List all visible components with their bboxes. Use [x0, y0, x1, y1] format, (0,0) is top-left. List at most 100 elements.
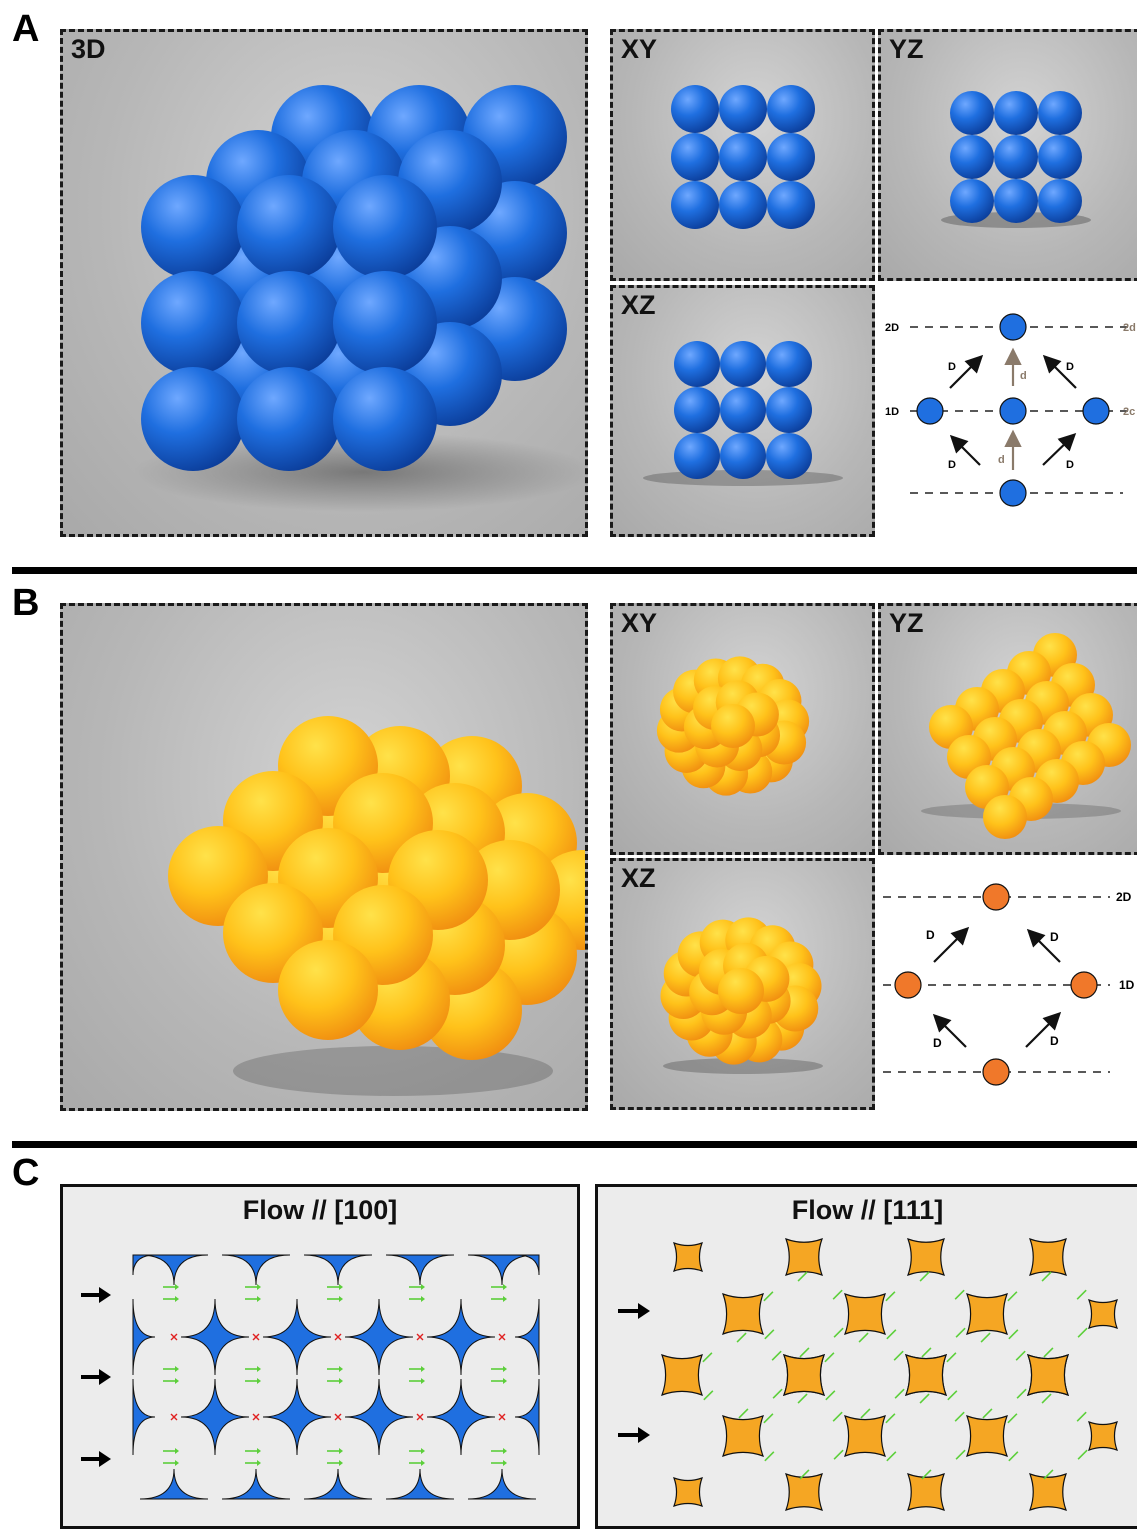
arrow-label-D: D — [1050, 930, 1059, 944]
flow-arrow-head — [257, 1460, 261, 1466]
flow-arrow-head — [339, 1366, 343, 1372]
flow-arrow-head — [257, 1448, 261, 1454]
flow-arrow — [946, 1352, 957, 1363]
flow-arrow — [832, 1411, 843, 1422]
blue-sphere — [1038, 179, 1082, 223]
cusp-square — [907, 1473, 945, 1511]
cusp-square — [905, 1354, 947, 1396]
flow-arrow-head — [503, 1460, 507, 1466]
flow-arrow — [763, 1413, 774, 1424]
flow-arrow — [833, 1449, 844, 1460]
blue-node-center — [999, 397, 1027, 425]
flow-arrow — [885, 1413, 896, 1424]
panel-letter-a: A — [12, 8, 40, 50]
blue-sphere — [994, 179, 1038, 223]
flow-arrow-head — [175, 1378, 179, 1384]
cusp-square — [1029, 1473, 1067, 1511]
orange-node-top — [982, 883, 1010, 911]
flow-arrow — [1077, 1449, 1088, 1460]
cusp-star — [262, 1378, 332, 1456]
flow-100-box: Flow // [100] — [60, 1184, 580, 1529]
blue-sphere — [333, 271, 437, 375]
flow-arrow — [893, 1350, 904, 1361]
blue-node-top — [999, 313, 1027, 341]
flow-arrow — [1076, 1289, 1087, 1300]
flow-arrow — [736, 1332, 747, 1343]
flow-arrow — [799, 1347, 810, 1358]
cusp-top — [221, 1254, 291, 1286]
view-label-xy: XY — [621, 608, 658, 638]
flow-arrow-head — [503, 1296, 507, 1302]
blue-sphere — [1038, 91, 1082, 135]
flow-arrow — [954, 1411, 965, 1422]
flow-arrow-head — [421, 1366, 425, 1372]
flow-arrow — [921, 1469, 932, 1480]
flow-arrow-head — [503, 1378, 507, 1384]
cusp-corner — [516, 1254, 540, 1276]
cusp-square — [966, 1293, 1008, 1335]
flow-arrow — [1008, 1451, 1019, 1462]
cusp-bottom — [303, 1468, 373, 1500]
flow-arrow — [858, 1332, 869, 1343]
flow-arrow-head — [339, 1378, 343, 1384]
flow-arrow-head — [421, 1448, 425, 1454]
stagnation-mark — [170, 1413, 178, 1421]
cusp-star — [344, 1378, 414, 1456]
flow-arrow — [1007, 1291, 1018, 1302]
view-label-xz: XZ — [621, 863, 656, 893]
cusp-square — [722, 1293, 764, 1335]
arrow-label-D: D — [933, 1036, 942, 1050]
flow-arrow-head — [257, 1284, 261, 1290]
blue-yz-render — [941, 91, 1091, 228]
blue-sphere — [994, 135, 1038, 179]
flow-arrow-head — [421, 1460, 425, 1466]
flow-arrow-head — [339, 1460, 343, 1466]
cusp-half — [132, 1378, 156, 1456]
cusp-half — [514, 1298, 540, 1376]
flow-arrow-head — [339, 1284, 343, 1290]
flow-arrow-head — [257, 1296, 261, 1302]
flow-100-diagram — [81, 1254, 540, 1500]
blue-sphere — [767, 133, 815, 181]
flow-arrow — [894, 1388, 905, 1399]
inflow-arrow-head — [638, 1303, 650, 1319]
blue-sphere — [950, 135, 994, 179]
blue-node-right — [1082, 397, 1110, 425]
flow-arrow — [703, 1390, 714, 1401]
blue-sphere — [671, 133, 719, 181]
flow-arrow — [825, 1390, 836, 1401]
view-label-xy: XY — [621, 34, 658, 64]
arrow-label-d: d — [1020, 370, 1027, 382]
blue-node-bottom — [999, 479, 1027, 507]
flow-arrow — [886, 1329, 897, 1340]
blue-sphere — [237, 367, 341, 471]
flow-arrow — [1015, 1350, 1026, 1361]
blue-sphere — [720, 341, 766, 387]
orange-sphere — [278, 940, 378, 1040]
render-xy-orange: XY — [610, 603, 875, 855]
flow-arrow — [763, 1291, 774, 1302]
render-3d-blue: 3D — [60, 29, 588, 537]
cusp-square — [1029, 1238, 1067, 1276]
label-1D-right: 1D — [1119, 978, 1135, 992]
blue-xz-render — [643, 341, 843, 486]
blue-sphere — [674, 433, 720, 479]
divider-ab — [12, 567, 1137, 574]
arrow-label-D: D — [948, 361, 956, 373]
cusp-star — [180, 1378, 250, 1456]
cusp-square — [673, 1477, 703, 1507]
flow-arrow — [799, 1469, 810, 1480]
arrow-label-D: D — [1066, 361, 1074, 373]
cusp-top — [139, 1254, 209, 1286]
render-yz-orange: YZ — [878, 603, 1137, 855]
arrow-label-D: D — [1050, 1034, 1059, 1048]
flow-arrow-head — [257, 1378, 261, 1384]
view-label-yz: YZ — [889, 608, 924, 638]
orange-sphere — [983, 795, 1027, 839]
flow-arrow-head — [421, 1296, 425, 1302]
blue-sphere — [237, 271, 341, 375]
cusp-bottom — [139, 1468, 209, 1500]
flow-arrow-head — [175, 1448, 179, 1454]
flow-arrow — [955, 1449, 966, 1460]
flow-arrow — [1041, 1271, 1052, 1282]
